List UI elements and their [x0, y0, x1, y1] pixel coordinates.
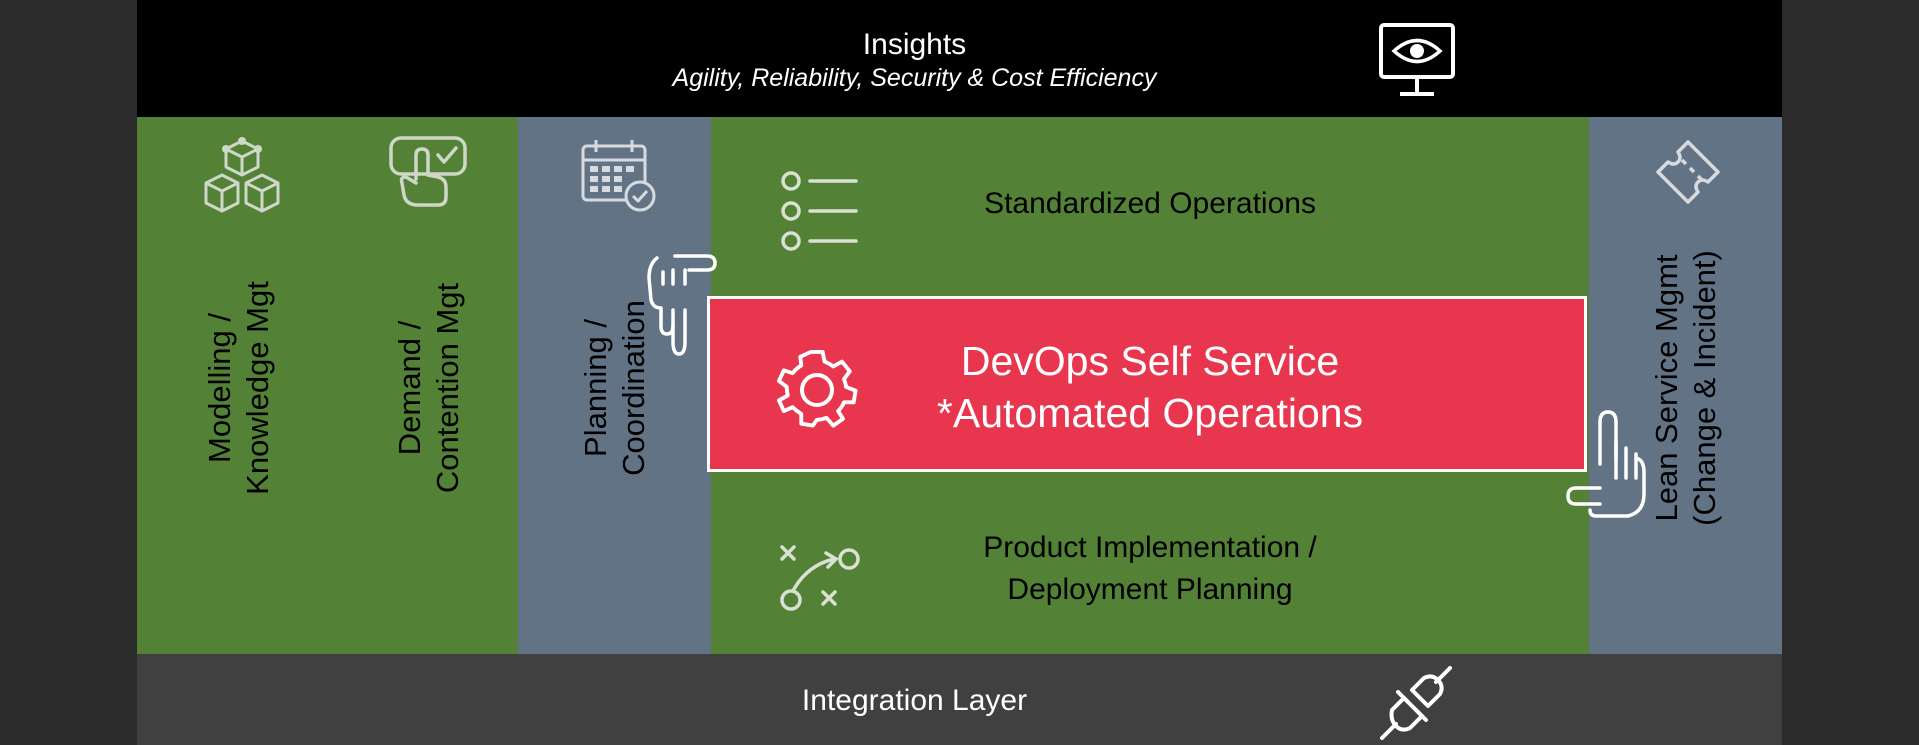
left-margin: [0, 0, 137, 745]
product-line2: Deployment Planning: [1007, 573, 1293, 606]
insights-title: Insights: [862, 28, 967, 61]
right-margin: [1782, 0, 1919, 745]
insights-subtitle: Agility, Reliability, Security & Cost Ef…: [672, 64, 1157, 92]
lean-service-label: Lean Service Mgmt (Change & Incident): [1648, 250, 1724, 526]
monitor-eye-icon: [1379, 23, 1455, 96]
planning-line1: Planning /: [578, 319, 613, 457]
demand-line2: Contention Mgt: [430, 282, 465, 494]
modelling-line2: Knowledge Mgt: [240, 281, 275, 495]
checklist-icon: [781, 171, 858, 251]
lean-line2: (Change & Incident): [1687, 250, 1722, 526]
strategy-play-icon: [780, 545, 860, 611]
hand-check-icon: [389, 136, 467, 207]
demand-line1: Demand /: [392, 320, 427, 456]
modelling-column: [137, 117, 518, 654]
modelling-line1: Modelling /: [202, 313, 237, 463]
integration-band: [137, 654, 1782, 745]
integration-title: Integration Layer: [801, 684, 1028, 717]
cubes-network-icon: [204, 137, 280, 213]
devops-self-service-box: [707, 296, 1587, 472]
lean-service-column: [1589, 117, 1782, 654]
pointing-hand-icon-right: [1566, 410, 1646, 518]
lean-line1: Lean Service Mgmt: [1649, 254, 1684, 522]
pointing-hand-icon: [647, 254, 717, 356]
gear-icon: [777, 349, 858, 428]
calendar-check-icon: [581, 140, 656, 212]
standardized-operations-label: Standardized Operations: [984, 187, 1316, 220]
plug-connector-icon: [1380, 666, 1452, 740]
ticket-icon: [1656, 140, 1720, 204]
demand-label: Demand / Contention Mgt: [391, 283, 467, 493]
product-implementation-label: Product Implementation / Deployment Plan…: [880, 527, 1420, 611]
product-line1: Product Implementation /: [983, 531, 1317, 564]
insights-band: [137, 0, 1782, 117]
modelling-label: Modelling / Knowledge Mgt: [201, 281, 277, 495]
planning-label: Planning / Coordination: [577, 300, 653, 476]
devops-line1: DevOps Self Service: [960, 338, 1340, 384]
devops-text: DevOps Self Service *Automated Operation…: [870, 335, 1430, 439]
planning-column: [518, 117, 711, 654]
devops-line2: *Automated Operations: [936, 390, 1364, 436]
